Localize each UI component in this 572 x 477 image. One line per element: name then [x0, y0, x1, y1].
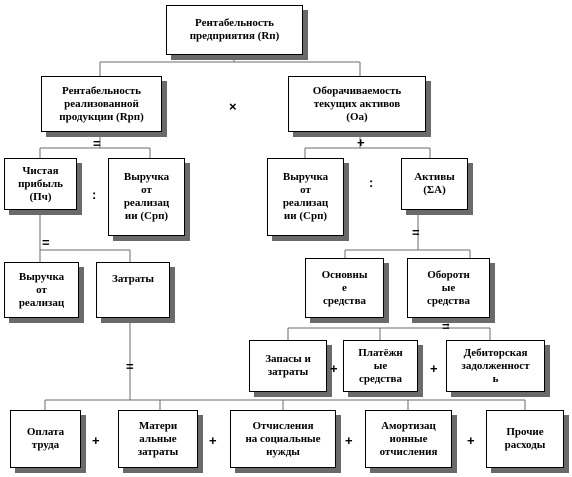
operator-plus-f: +	[345, 433, 353, 448]
operator-equals-c: =	[42, 235, 50, 250]
node-receivables: Дебиторская задолженност ь	[446, 340, 545, 392]
operator-equals-b: =	[412, 225, 420, 240]
node-cash: Платёжн ые средства	[343, 340, 418, 392]
node-labor: Оплата труда	[10, 410, 81, 468]
operator-multiply: ×	[229, 99, 237, 114]
node-fixed-assets: Основны е средства	[305, 258, 384, 318]
operator-equals-d: =	[442, 319, 450, 334]
operator-equals-e: =	[126, 359, 134, 374]
node-depreciation: Амортизац ионные отчисления	[365, 410, 452, 468]
node-net-profit: Чистая прибыль (Пч)	[4, 158, 77, 210]
node-social: Отчисления на социальные нужды	[230, 410, 336, 468]
node-other: Прочие расходы	[486, 410, 564, 468]
node-asset-turnover: Оборачиваемость текущих активов (Оа)	[288, 76, 426, 132]
operator-plus-g: +	[467, 433, 475, 448]
node-revenue-c: Выручка от реализац	[4, 262, 79, 318]
operator-divide-a: :	[92, 187, 97, 202]
operator-equals-a: =	[93, 136, 101, 151]
operator-plus-c: +	[430, 361, 438, 376]
operator-plus-a: +	[357, 135, 365, 150]
node-profitability-sales: Рентабельность реализованной продукции (…	[41, 76, 162, 132]
operator-divide-b: :	[369, 175, 374, 190]
node-revenue-b: Выручка от реализац ии (Срп)	[267, 158, 344, 236]
operator-plus-e: +	[209, 433, 217, 448]
operator-plus-d: +	[92, 433, 100, 448]
operator-plus-b: +	[330, 361, 338, 376]
node-assets: Активы (ΣА)	[401, 158, 468, 210]
node-inventory: Запасы и затраты	[249, 340, 327, 392]
node-current-assets: Оборотн ые средства	[407, 258, 490, 318]
node-costs: Затраты	[96, 262, 170, 318]
node-profitability-enterprise: Рентабельность предприятия (Rп)	[166, 5, 303, 55]
node-materials: Матери альные затраты	[118, 410, 198, 468]
node-revenue-a: Выручка от реализац ии (Срп)	[108, 158, 185, 236]
